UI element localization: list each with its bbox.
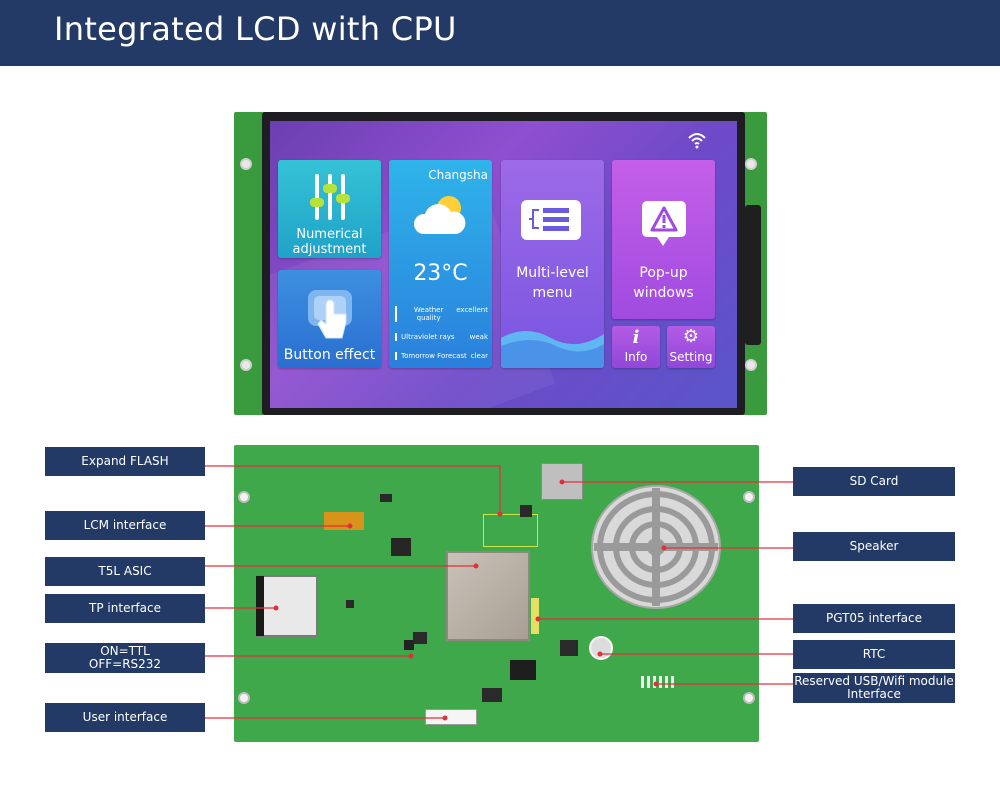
page-title: Integrated LCD with CPU xyxy=(54,10,457,48)
gear-icon: ⚙ xyxy=(682,326,700,347)
button-effect-tile[interactable]: Button effect xyxy=(278,270,381,368)
rtc-battery xyxy=(589,636,613,660)
cloud-sun-icon xyxy=(413,196,466,234)
callout-t5l-asic: T5L ASIC xyxy=(45,557,205,586)
callout-usb-wifi-line2: Interface xyxy=(847,687,901,701)
pgt05-connector xyxy=(531,598,539,634)
weather-tile[interactable]: Changsha 23°C Weather quality excellent … xyxy=(389,160,492,368)
callout-sd-card: SD Card xyxy=(793,467,955,496)
city-label: Changsha xyxy=(428,168,488,182)
flash-chips xyxy=(483,514,538,547)
info-tile[interactable]: i Info xyxy=(612,326,660,368)
touch-hand-icon xyxy=(308,290,352,339)
numerical-adjustment-tile[interactable]: Numerical adjustment xyxy=(278,160,381,258)
weather-details: Weather quality excellent Ultraviolet ra… xyxy=(395,306,488,360)
weather-row: Ultraviolet rays weak xyxy=(395,333,488,341)
info-label: Info xyxy=(624,350,648,364)
temperature-label: 23°C xyxy=(413,261,468,286)
callout-lcm-interface: LCM interface xyxy=(45,511,205,540)
info-icon: i xyxy=(632,327,640,348)
weather-row: Tomorrow Forecast clear xyxy=(395,352,488,360)
callout-ttl-rs232: ON=TTL OFF=RS232 xyxy=(45,643,205,673)
side-connector xyxy=(745,205,761,345)
tp-connector xyxy=(256,575,318,637)
wifi-icon xyxy=(688,133,706,149)
callout-tp-interface: TP interface xyxy=(45,594,205,623)
speaker xyxy=(591,485,721,609)
callout-pgt05: PGT05 interface xyxy=(793,604,955,633)
setting-label: Setting xyxy=(669,350,713,364)
callout-usb-wifi: Reserved USB/Wifi module Interface xyxy=(793,673,955,703)
wave-decoration xyxy=(501,331,604,368)
lcm-connector xyxy=(324,512,364,530)
callout-rtc: RTC xyxy=(793,640,955,669)
button-effect-label: Button effect xyxy=(283,347,376,363)
setting-tile[interactable]: ⚙ Setting xyxy=(667,326,715,368)
multi-level-menu-tile[interactable]: Multi-level menu xyxy=(501,160,604,368)
multi-level-menu-label: Multi-level menu xyxy=(516,265,589,301)
header-bar: Integrated LCD with CPU xyxy=(0,0,1000,66)
callout-expand-flash: Expand FLASH xyxy=(45,447,205,476)
numerical-adjustment-label: Numerical adjustment xyxy=(292,227,367,257)
menu-list-icon xyxy=(521,200,581,240)
callout-off-rs232: OFF=RS232 xyxy=(88,657,162,671)
callout-speaker: Speaker xyxy=(793,532,955,561)
popup-windows-label: Pop-up windows xyxy=(633,265,694,301)
small-chip xyxy=(391,538,411,556)
ttl-switch xyxy=(404,640,414,650)
callout-on-ttl: ON=TTL xyxy=(100,644,150,658)
user-connector xyxy=(425,709,477,725)
warning-icon xyxy=(642,201,686,246)
sd-card-slot xyxy=(541,463,583,500)
sliders-icon xyxy=(310,174,350,220)
weather-row: Weather quality excellent xyxy=(395,306,488,322)
t5l-asic-chip xyxy=(446,551,530,641)
usb-wifi-pads xyxy=(641,676,677,688)
callout-user-interface: User interface xyxy=(45,703,205,732)
popup-windows-tile[interactable]: Pop-up windows xyxy=(612,160,715,319)
callout-usb-wifi-line1: Reserved USB/Wifi module xyxy=(794,674,954,688)
tp-ribbon xyxy=(256,576,264,636)
